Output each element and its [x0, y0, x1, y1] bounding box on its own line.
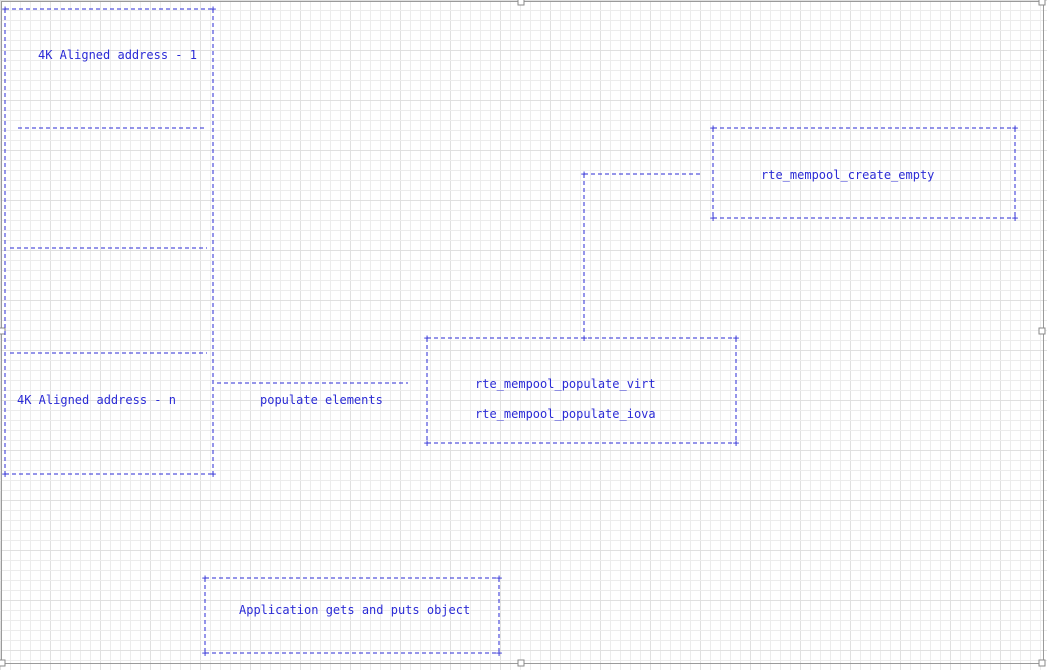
connector-corner-glyph: + — [581, 168, 588, 181]
corner-glyph: + — [1012, 212, 1019, 225]
corner-glyph: + — [424, 437, 431, 450]
corner-glyph: + — [424, 332, 431, 345]
populate-iova-label: rte_mempool_populate_iova — [475, 407, 656, 421]
handle-bottom-right[interactable] — [1038, 659, 1046, 667]
corner-glyph: + — [733, 332, 740, 345]
handle-middle-left[interactable] — [0, 327, 6, 335]
corner-glyph: + — [710, 212, 717, 225]
handle-top-middle[interactable] — [517, 0, 525, 6]
corner-glyph: + — [210, 3, 217, 16]
application-block[interactable]: + + + + Application gets and puts object — [202, 572, 503, 660]
corner-glyph: + — [496, 647, 503, 660]
corner-glyph: + — [2, 468, 9, 481]
populate-block[interactable]: + + + + + rte_mempool_populate_virt rte_… — [424, 332, 740, 450]
corner-glyph: + — [733, 437, 740, 450]
corner-glyph: + — [496, 572, 503, 585]
populate-elements-label: populate elements — [260, 393, 383, 407]
aligned-address-first-label: 4K Aligned address - 1 — [38, 48, 197, 62]
aligned-address-last-label: 4K Aligned address - n — [17, 393, 176, 407]
create-empty-label: rte_mempool_create_empty — [761, 168, 934, 182]
memory-to-populate-connector[interactable]: populate elements — [217, 382, 408, 407]
populate-virt-label: rte_mempool_populate_virt — [475, 377, 656, 391]
handle-middle-right[interactable] — [1038, 327, 1046, 335]
corner-glyph: + — [210, 468, 217, 481]
connector-junction-glyph: + — [581, 332, 588, 345]
create-empty-block[interactable]: + + + + rte_mempool_create_empty — [710, 122, 1019, 225]
application-label: Application gets and puts object — [239, 603, 470, 617]
corner-glyph: + — [202, 572, 209, 585]
corner-glyph: + — [1012, 122, 1019, 135]
corner-glyph: + — [2, 3, 9, 16]
handle-bottom-left[interactable] — [0, 659, 6, 667]
corner-glyph: + — [710, 122, 717, 135]
corner-glyph: + — [202, 647, 209, 660]
memory-block[interactable]: + + + + 4K Aligned address - 1 4K Aligne… — [2, 3, 217, 481]
create-to-populate-connector[interactable]: + — [581, 168, 700, 335]
handle-bottom-middle[interactable] — [517, 659, 525, 667]
handle-top-right[interactable] — [1038, 0, 1046, 6]
